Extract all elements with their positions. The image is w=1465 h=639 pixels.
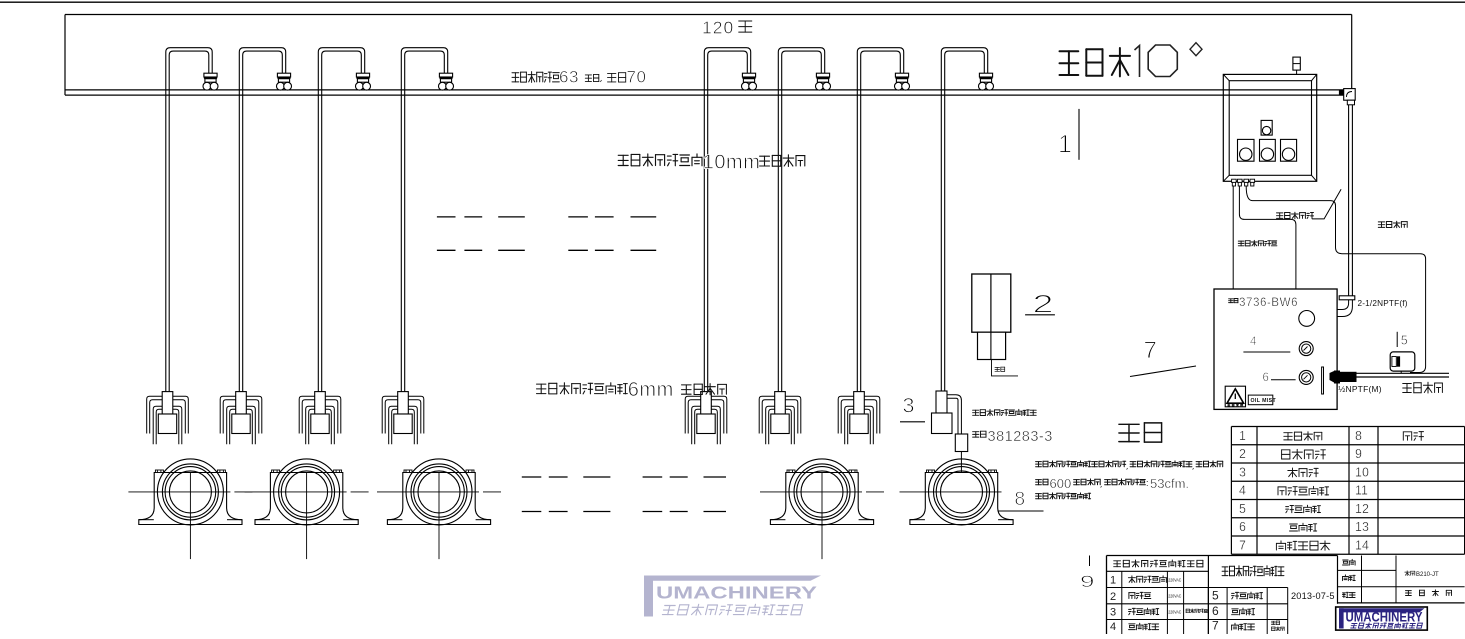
svg-text:13: 13: [1355, 520, 1369, 534]
svg-text:5: 5: [1212, 588, 1219, 602]
svg-text:10mm: 10mm: [703, 152, 761, 174]
svg-text:120: 120: [702, 18, 734, 38]
svg-text:220VAC: 220VAC: [1168, 610, 1182, 615]
svg-text:3736-BW6: 3736-BW6: [1239, 297, 1298, 309]
svg-text:1: 1: [1110, 575, 1116, 587]
svg-text:12: 12: [1355, 502, 1369, 516]
svg-text:6: 6: [1263, 372, 1269, 384]
svg-text:220VAC: 220VAC: [1168, 594, 1182, 599]
svg-text:7: 7: [1212, 619, 1219, 633]
svg-text:OIL MIST: OIL MIST: [1251, 398, 1277, 404]
svg-text:UMACHINERY: UMACHINERY: [1346, 610, 1423, 625]
svg-text:1: 1: [1058, 131, 1072, 159]
svg-text:381283-3: 381283-3: [988, 429, 1053, 445]
svg-text:2-1/2NPTF(f): 2-1/2NPTF(f): [1358, 299, 1408, 308]
svg-text:220VAC: 220VAC: [1168, 577, 1182, 582]
svg-text:4: 4: [1110, 621, 1116, 633]
svg-text:11: 11: [1355, 484, 1368, 498]
svg-text:6: 6: [1239, 520, 1246, 534]
svg-text:10: 10: [1355, 465, 1369, 479]
svg-text:5: 5: [1239, 502, 1246, 516]
svg-text:600: 600: [1050, 476, 1072, 491]
svg-text:B210-JT: B210-JT: [1416, 572, 1439, 578]
svg-text:3: 3: [1110, 607, 1116, 619]
svg-text:14: 14: [1355, 538, 1369, 552]
svg-text:9: 9: [1080, 573, 1095, 591]
svg-text:53cfm.: 53cfm.: [1150, 476, 1189, 491]
svg-text:1: 1: [1239, 429, 1246, 443]
svg-text:2013-07-5: 2013-07-5: [1291, 591, 1335, 601]
svg-text:70: 70: [627, 68, 647, 87]
svg-text:5: 5: [1401, 334, 1408, 348]
svg-text:4: 4: [1239, 484, 1246, 498]
svg-text:3: 3: [903, 394, 915, 418]
svg-text:2: 2: [1110, 591, 1116, 603]
svg-text:8: 8: [1355, 429, 1362, 443]
svg-text:7: 7: [1144, 337, 1157, 364]
svg-text:6mm: 6mm: [628, 379, 674, 401]
svg-text:8: 8: [1015, 489, 1026, 510]
svg-text:3: 3: [1239, 465, 1246, 479]
svg-text:UMACHINERY: UMACHINERY: [656, 583, 817, 603]
svg-text::: :: [1146, 478, 1149, 488]
svg-text:7: 7: [1239, 538, 1246, 552]
svg-text:9: 9: [1355, 447, 1362, 461]
svg-text:4: 4: [1250, 336, 1257, 348]
svg-text:2: 2: [1239, 447, 1246, 461]
svg-text:½NPTF(M): ½NPTF(M): [1338, 384, 1382, 394]
svg-text:6: 6: [1212, 604, 1219, 618]
svg-text:63: 63: [559, 68, 579, 87]
